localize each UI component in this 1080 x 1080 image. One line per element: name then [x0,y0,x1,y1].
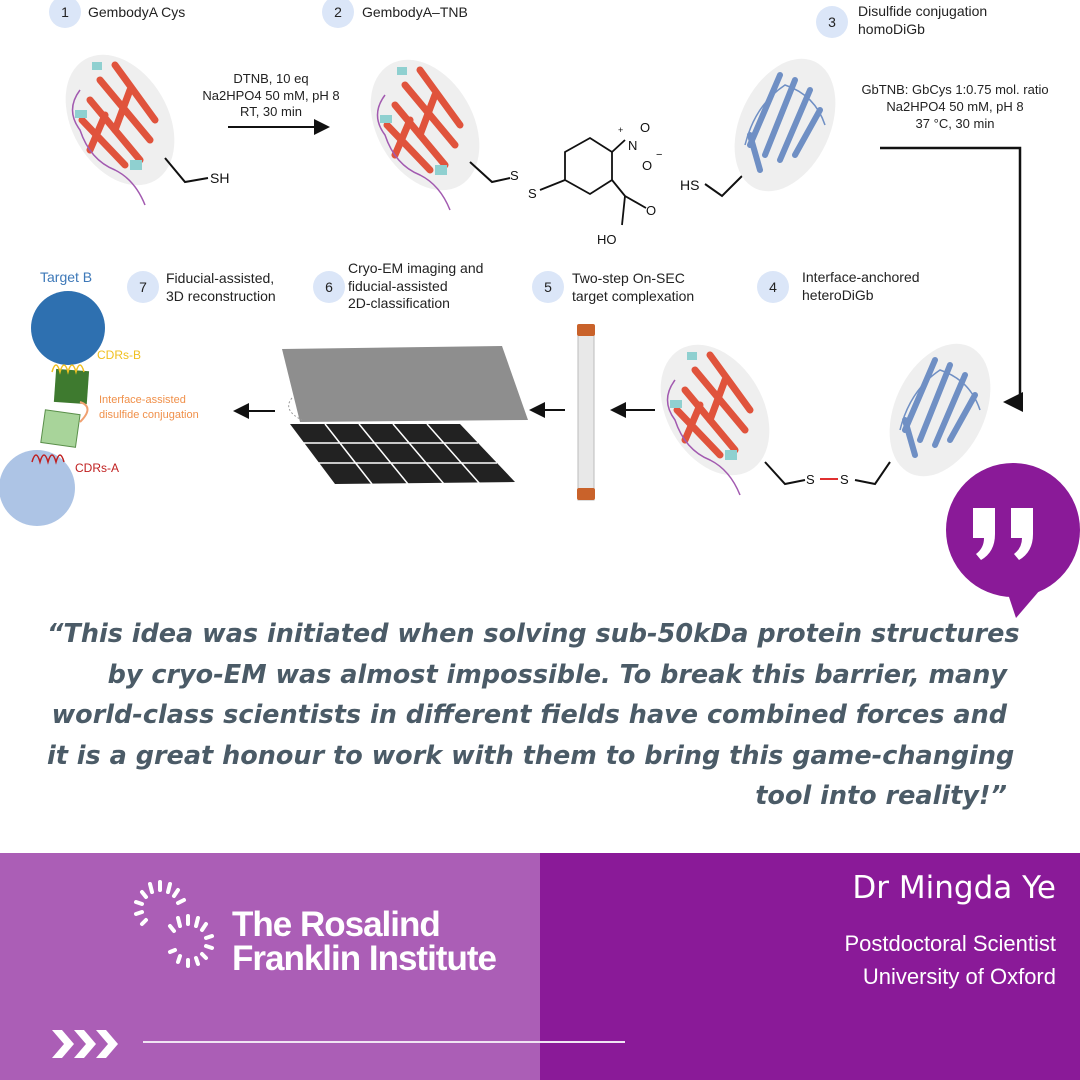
rosalind-franklin-logo-icon [134,880,214,968]
speaker-affiliation: University of Oxford [862,964,1056,989]
step-6: 6 Cryo-EM imaging and fiducial-assisted … [313,260,483,311]
step-label: homoDiGb [858,21,925,37]
svg-text:Interface-assisted: Interface-assisted [99,394,186,406]
hetero-digb-red [638,325,791,495]
svg-text:−: − [656,149,662,161]
reaction-conditions-2: GbTNB: GbCys 1:0.75 mol. ratio Na2HPO4 5… [861,82,1048,131]
svg-text:N: N [628,138,637,153]
step-3: 3 Disulfide conjugation homoDiGb [816,3,987,38]
workflow-diagram: 1 GembodyA Cys 2 GembodyA–TNB 3 Disulfid… [0,0,1080,618]
svg-text:Na2HPO4 50 mM, pH 8: Na2HPO4 50 mM, pH 8 [886,99,1023,114]
svg-text:RT, 30 min: RT, 30 min [240,104,302,119]
svg-text:Na2HPO4 50 mM, pH 8: Na2HPO4 50 mM, pH 8 [202,88,339,103]
svg-text:O: O [640,120,650,135]
svg-text:disulfide conjugation: disulfide conjugation [99,409,199,421]
thiol-label: HS [680,177,699,193]
svg-text:S: S [528,186,537,201]
reaction-conditions-1: DTNB, 10 eq Na2HPO4 50 mM, pH 8 RT, 30 m… [202,71,339,119]
chevrons-icon [52,1030,118,1058]
svg-text:6: 6 [325,279,333,295]
svg-text:3D reconstruction: 3D reconstruction [166,288,276,304]
step-number: 1 [61,4,69,20]
svg-text:5: 5 [544,279,552,295]
arrow [880,146,1023,412]
step-2: 2 GembodyA–TNB [322,0,468,28]
step-label: Disulfide conjugation [858,3,987,19]
footer-right-panel [540,853,1080,1080]
cryo-em-micrograph [282,346,528,485]
svg-text:DTNB, 10 eq: DTNB, 10 eq [233,71,308,86]
step-7: 7 Fiducial-assisted, 3D reconstruction [127,270,276,304]
svg-text:S: S [806,472,815,487]
target-schematic: Target B CDRs-B CDRs-A Interface-assiste… [0,269,199,526]
step-label: GembodyA–TNB [362,4,468,20]
step-label: GembodyA Cys [88,4,185,20]
step-number: 3 [828,14,836,30]
quote-line: it is a great honour to work with them t… [47,740,1015,771]
step-5: 5 Two-step On-SEC target complexation [532,270,694,304]
svg-text:HO: HO [597,232,617,247]
svg-text:Two-step On-SEC: Two-step On-SEC [572,270,685,286]
quote-line: by cryo-EM was almost impossible. To bre… [107,659,1007,690]
svg-text:Cryo-EM imaging and: Cryo-EM imaging and [348,260,483,276]
step-number-badge [49,0,81,28]
tnb-ring [539,136,647,226]
quote-line: tool into reality!” [755,781,1007,812]
svg-text:CDRs-B: CDRs-B [97,348,141,362]
thiol-label: SH [210,170,229,186]
svg-text:2D-classification: 2D-classification [348,295,450,311]
svg-text:S: S [840,472,849,487]
speaker-title: Postdoctoral Scientist [844,931,1056,956]
gembody-a-protein [43,35,196,205]
svg-text:O: O [646,203,656,218]
quote-line: “This idea was initiated when solving su… [47,619,1020,649]
logo-text: The Rosalind [232,905,441,944]
logo-text: Franklin Institute [232,939,497,978]
svg-text:4: 4 [769,279,777,295]
svg-text:S: S [510,168,519,183]
gembody-a-tnb-protein [348,40,501,210]
divider-line [143,1041,625,1043]
svg-text:7: 7 [139,279,147,295]
svg-text:GbTNB: GbCys 1:0.75 mol. ratio: GbTNB: GbCys 1:0.75 mol. ratio [861,82,1048,97]
speaker-name: Dr Mingda Ye [852,870,1056,906]
svg-text:Fiducial-assisted,: Fiducial-assisted, [166,270,274,286]
step-1: 1 GembodyA Cys [49,0,185,28]
svg-text:Target B: Target B [40,269,92,285]
sec-column [577,324,595,501]
svg-text:fiducial-assisted: fiducial-assisted [348,278,448,294]
svg-text:+: + [618,125,623,135]
quote-line: world-class scientists in different fiel… [51,700,1007,731]
quote-icon [946,463,1080,618]
svg-text:CDRs-A: CDRs-A [75,461,119,475]
step-number-badge [816,6,848,38]
svg-text:O: O [642,158,652,173]
quote-text: “This idea was initiated when solving su… [47,614,1020,817]
step-4: 4 Interface-anchored heteroDiGb [757,269,920,303]
svg-text:heteroDiGb: heteroDiGb [802,287,874,303]
svg-text:37 °C, 30 min: 37 °C, 30 min [916,116,995,131]
step-number-badge [322,0,354,28]
svg-text:Interface-anchored: Interface-anchored [802,269,920,285]
svg-text:target complexation: target complexation [572,288,694,304]
step-number: 2 [334,4,342,20]
